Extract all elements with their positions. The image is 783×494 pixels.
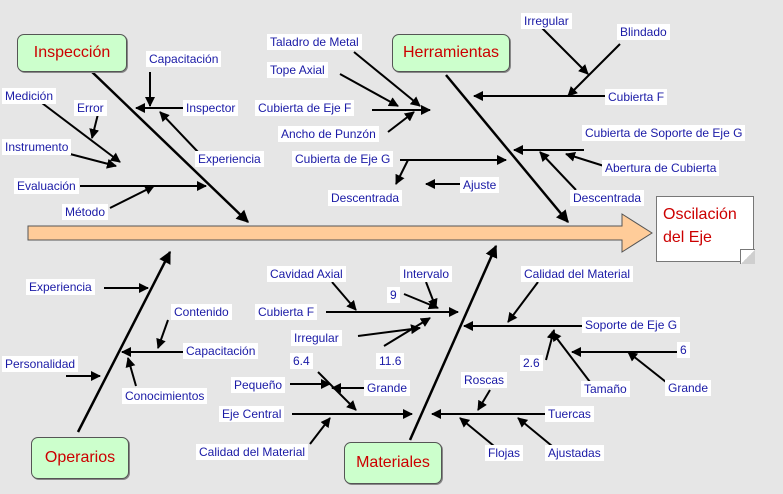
label-dos-seis: 2.6 bbox=[520, 355, 543, 371]
label-irregular: Irregular bbox=[521, 13, 572, 29]
label-grande-1: Grande bbox=[364, 380, 411, 396]
arrow-calidad-material-1 bbox=[309, 417, 331, 445]
label-error: Error bbox=[74, 100, 107, 116]
arrow-medicion bbox=[37, 99, 121, 163]
arrow-grande-2 bbox=[627, 351, 667, 383]
label-descentrada-1: Descentrada bbox=[328, 190, 403, 206]
arrow-descentrada-1 bbox=[395, 159, 409, 185]
label-tope-axial: Tope Axial bbox=[267, 62, 328, 78]
category-materiales: Materiales bbox=[344, 442, 442, 484]
label-ajustadas: Ajustadas bbox=[545, 445, 604, 461]
label-taladro-metal: Taladro de Metal bbox=[267, 34, 362, 50]
label-once-seis: 11.6 bbox=[376, 353, 405, 369]
effect-box: Oscilación del Eje bbox=[656, 196, 754, 262]
arrow-blindado bbox=[567, 43, 621, 97]
arrow-tope-axial bbox=[339, 73, 399, 107]
arrow-cavidad-axial bbox=[331, 281, 357, 311]
label-cavidad-axial: Cavidad Axial bbox=[267, 266, 346, 282]
label-flojas: Flojas bbox=[485, 445, 524, 461]
label-tuercas: Tuercas bbox=[545, 406, 594, 422]
label-seis: 6 bbox=[677, 342, 690, 358]
label-instrumento: Instrumento bbox=[2, 139, 72, 155]
label-inspector: Inspector bbox=[183, 100, 239, 116]
label-nueve: 9 bbox=[387, 287, 400, 303]
category-herramientas: Herramientas bbox=[392, 34, 510, 72]
arrow-seis-cuatro bbox=[317, 371, 357, 411]
arrow-calidad-material-2 bbox=[507, 281, 539, 323]
arrow-irregular bbox=[541, 27, 589, 75]
label-cubierta-eje-f: Cubierta de Eje F bbox=[255, 100, 355, 116]
label-cubierta-soporte-eje-g: Cubierta de Soporte de Eje G bbox=[582, 125, 746, 141]
label-irregular-materiales: Irregular bbox=[291, 330, 342, 346]
label-eje-central: Eje Central bbox=[219, 406, 285, 422]
arrow-instrumento bbox=[69, 153, 117, 169]
label-intervalo: Intervalo bbox=[400, 266, 453, 282]
label-cubierta-f: Cubierta F bbox=[605, 89, 668, 105]
label-evaluacion: Evaluación bbox=[14, 178, 79, 194]
arrow-contenido bbox=[156, 319, 169, 349]
label-soporte-eje-g: Soporte de Eje G bbox=[582, 317, 681, 333]
label-contenido: Contenido bbox=[171, 304, 232, 320]
effect-corner-fold bbox=[740, 249, 755, 264]
arrow-ajustadas bbox=[517, 417, 553, 447]
arrow-nueve bbox=[403, 293, 439, 310]
arrow-flojas bbox=[459, 417, 495, 447]
bone-materiales bbox=[408, 244, 498, 441]
label-abertura-cubierta: Abertura de Cubierta bbox=[602, 160, 720, 176]
arrow-descentrada-2 bbox=[539, 151, 577, 191]
label-calidad-material-1: Calidad del Material bbox=[196, 444, 309, 460]
arrow-ancho-punzon bbox=[387, 111, 415, 133]
label-metodo: Método bbox=[62, 204, 109, 220]
label-ajuste: Ajuste bbox=[460, 177, 500, 193]
arrow-roscas bbox=[477, 389, 491, 411]
category-operarios: Operarios bbox=[31, 437, 129, 479]
arrow-conocimientos bbox=[125, 357, 137, 387]
label-experiencia-operarios: Experiencia bbox=[26, 279, 95, 295]
label-tamano: Tamaño bbox=[581, 381, 630, 397]
arrow-taladro bbox=[353, 51, 421, 107]
main-spine-arrow bbox=[27, 213, 653, 253]
label-personalidad: Personalidad bbox=[2, 356, 79, 372]
label-ancho-punzon: Ancho de Punzón bbox=[278, 126, 379, 142]
label-descentrada-2: Descentrada bbox=[570, 190, 645, 206]
label-cubierta-eje-g: Cubierta de Eje G bbox=[292, 151, 394, 167]
bone-herramientas bbox=[445, 74, 569, 223]
arrow-once-seis bbox=[383, 317, 431, 347]
arrow-tamano bbox=[551, 331, 591, 383]
label-blindado: Blindado bbox=[617, 24, 670, 40]
label-capacitacion: Capacitación bbox=[146, 51, 222, 67]
label-capacitacion-operarios: Capacitación bbox=[183, 343, 259, 359]
label-experiencia-inspeccion: Experiencia bbox=[195, 151, 264, 167]
label-conocimientos: Conocimientos bbox=[122, 388, 208, 404]
label-grande-2: Grande bbox=[665, 380, 712, 396]
bone-inspeccion bbox=[89, 69, 249, 223]
arrow-metodo bbox=[109, 185, 155, 209]
label-medicion: Medición bbox=[2, 88, 57, 104]
label-seis-cuatro: 6.4 bbox=[290, 353, 313, 369]
arrow-error bbox=[89, 113, 100, 139]
category-inspeccion: Inspección bbox=[17, 34, 127, 72]
label-cubierta-f-materiales: Cubierta F bbox=[255, 304, 318, 320]
bone-operarios bbox=[76, 250, 172, 433]
arrow-abertura-cubierta bbox=[565, 151, 605, 167]
label-roscas: Roscas bbox=[461, 372, 508, 388]
label-calidad-material-2: Calidad del Material bbox=[521, 266, 634, 282]
label-pequeno: Pequeño bbox=[231, 377, 286, 393]
arrow-experiencia-insp bbox=[159, 111, 199, 153]
